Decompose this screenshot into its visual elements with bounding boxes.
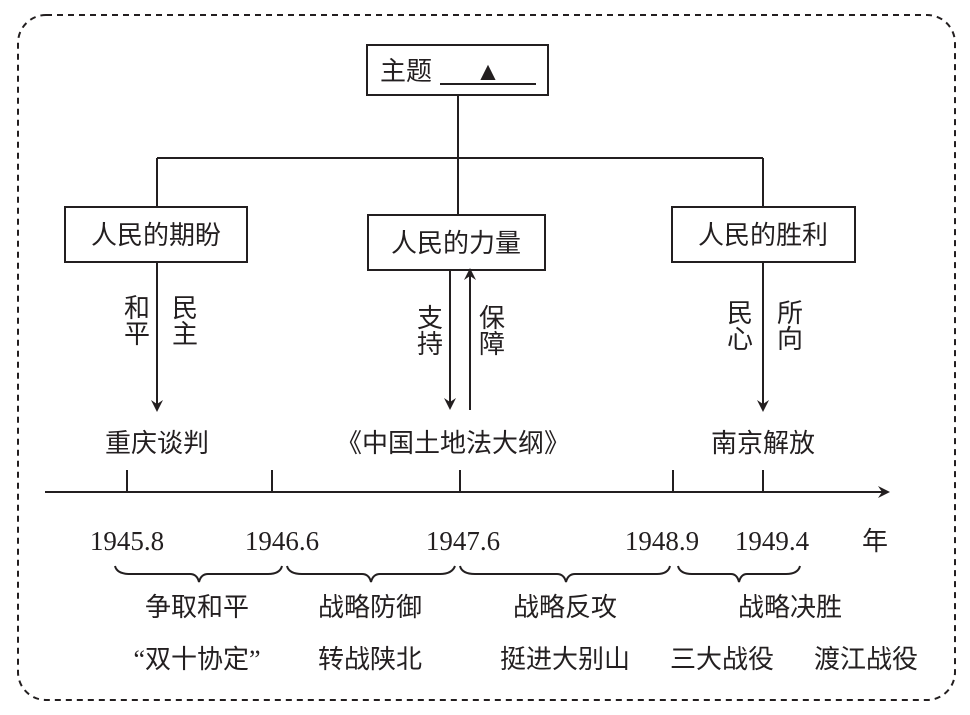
phase-label: 战略反攻 xyxy=(513,593,617,622)
phase-event: 转战陕北 xyxy=(318,645,422,674)
phase-event: “双十协定” xyxy=(133,645,260,674)
phase-label: 争取和平 xyxy=(145,593,249,622)
brace xyxy=(114,565,283,583)
branch-box-power xyxy=(367,214,546,271)
date-label: 1945.8 xyxy=(90,526,164,556)
phase-label: 战略防御 xyxy=(318,593,422,622)
brace xyxy=(459,565,671,583)
vertical-label: 民主 xyxy=(169,294,198,346)
phase-event: 渡江战役 xyxy=(814,645,918,674)
vertical-label: 保障 xyxy=(476,304,505,356)
event-label: 重庆谈判 xyxy=(105,429,209,458)
unit-label: 年 xyxy=(862,527,888,556)
branch-title: 人民的期盼 xyxy=(91,221,221,250)
date-label: 1946.6 xyxy=(245,526,319,556)
vertical-label: 和平 xyxy=(121,294,150,346)
dashed-border xyxy=(17,14,956,701)
event-label: 南京解放 xyxy=(711,429,815,458)
triangle-icon: ▲ xyxy=(475,57,501,86)
brace xyxy=(677,565,801,583)
vertical-label: 支持 xyxy=(414,304,443,356)
date-label: 1948.9 xyxy=(625,526,699,556)
vertical-label: 所向 xyxy=(774,299,803,351)
phase-label: 战略决胜 xyxy=(738,593,842,622)
phase-event: 挺进大别山 xyxy=(500,645,630,674)
vertical-label: 民心 xyxy=(724,299,753,351)
date-label: 1949.4 xyxy=(735,526,810,556)
phase-event: 三大战役 xyxy=(670,645,774,674)
branch-title: 人民的力量 xyxy=(391,229,521,258)
brace xyxy=(286,565,456,583)
event-label: 《中国土地法大纲》 xyxy=(336,429,570,458)
date-label: 1947.6 xyxy=(426,526,500,556)
branch-title: 人民的胜利 xyxy=(698,221,828,250)
theme-label: 主题 xyxy=(380,57,432,86)
